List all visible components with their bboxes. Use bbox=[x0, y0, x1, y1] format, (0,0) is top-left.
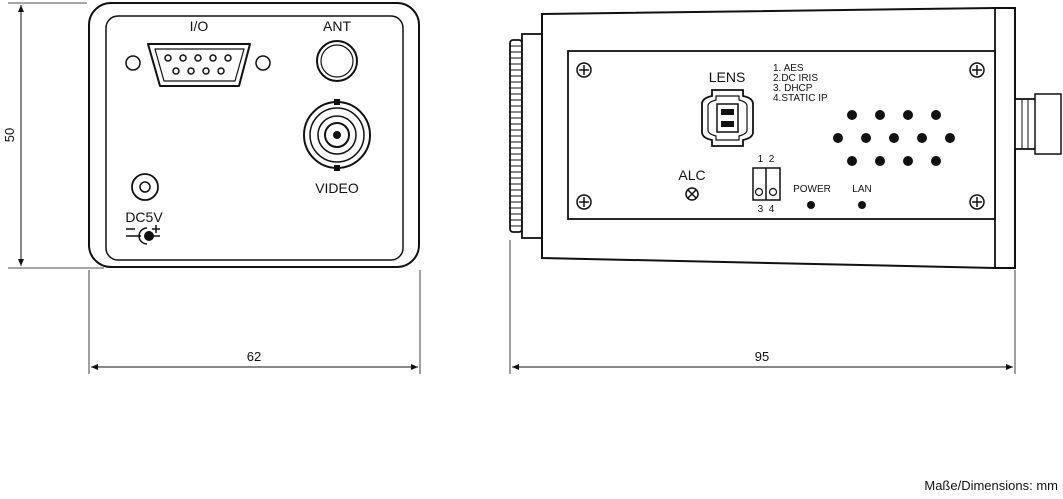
dip-bottom-numbers: 3 4 bbox=[758, 204, 775, 215]
side-length-value: 95 bbox=[755, 349, 769, 364]
front-width-value: 62 bbox=[247, 349, 261, 364]
dc-jack bbox=[131, 173, 159, 201]
lens-connector bbox=[701, 89, 754, 147]
alc-label: ALC bbox=[678, 167, 705, 183]
power-label: POWER bbox=[793, 184, 831, 195]
lens-ring bbox=[509, 33, 543, 239]
mode-item-2: 2.DC IRIS bbox=[773, 73, 818, 84]
lan-label: LAN bbox=[852, 184, 871, 195]
height-value: 50 bbox=[2, 128, 17, 142]
screw-icon bbox=[576, 62, 592, 78]
vent-holes bbox=[833, 110, 955, 166]
screw-icon bbox=[576, 194, 592, 210]
rear-connector bbox=[1014, 93, 1062, 155]
mode-item-4: 4.STATIC IP bbox=[773, 93, 828, 104]
mode-item-3: 3. DHCP bbox=[773, 83, 813, 94]
side-length-dimension: 95 bbox=[509, 240, 1016, 374]
height-dimension: 50 bbox=[2, 2, 104, 269]
screw-icon bbox=[969, 194, 985, 210]
dip-switch bbox=[752, 167, 781, 201]
front-view: I/O ANT VIDEO DC5V bbox=[88, 2, 420, 268]
power-led bbox=[807, 201, 815, 209]
unit-note: Maße/Dimensions: mm bbox=[924, 478, 1058, 493]
io-db9-connector bbox=[125, 43, 271, 87]
dc-polarity-icon bbox=[126, 225, 160, 245]
side-view: LENS 1. AES 2.DC IRIS 3. DHCP 4.STATIC I… bbox=[509, 7, 1062, 269]
video-label: VIDEO bbox=[315, 180, 359, 196]
video-bnc-connector bbox=[303, 99, 371, 171]
mode-item-1: 1. AES bbox=[773, 63, 804, 74]
screw-icon bbox=[969, 62, 985, 78]
io-label: I/O bbox=[190, 18, 209, 34]
ant-label: ANT bbox=[323, 18, 351, 34]
alc-knob-icon bbox=[685, 187, 699, 201]
front-width-dimension: 62 bbox=[88, 270, 421, 374]
lens-label: LENS bbox=[709, 69, 746, 85]
ant-connector bbox=[316, 40, 358, 82]
dip-top-numbers: 1 2 bbox=[758, 154, 775, 165]
lan-led bbox=[858, 201, 866, 209]
dc-label: DC5V bbox=[125, 209, 163, 225]
